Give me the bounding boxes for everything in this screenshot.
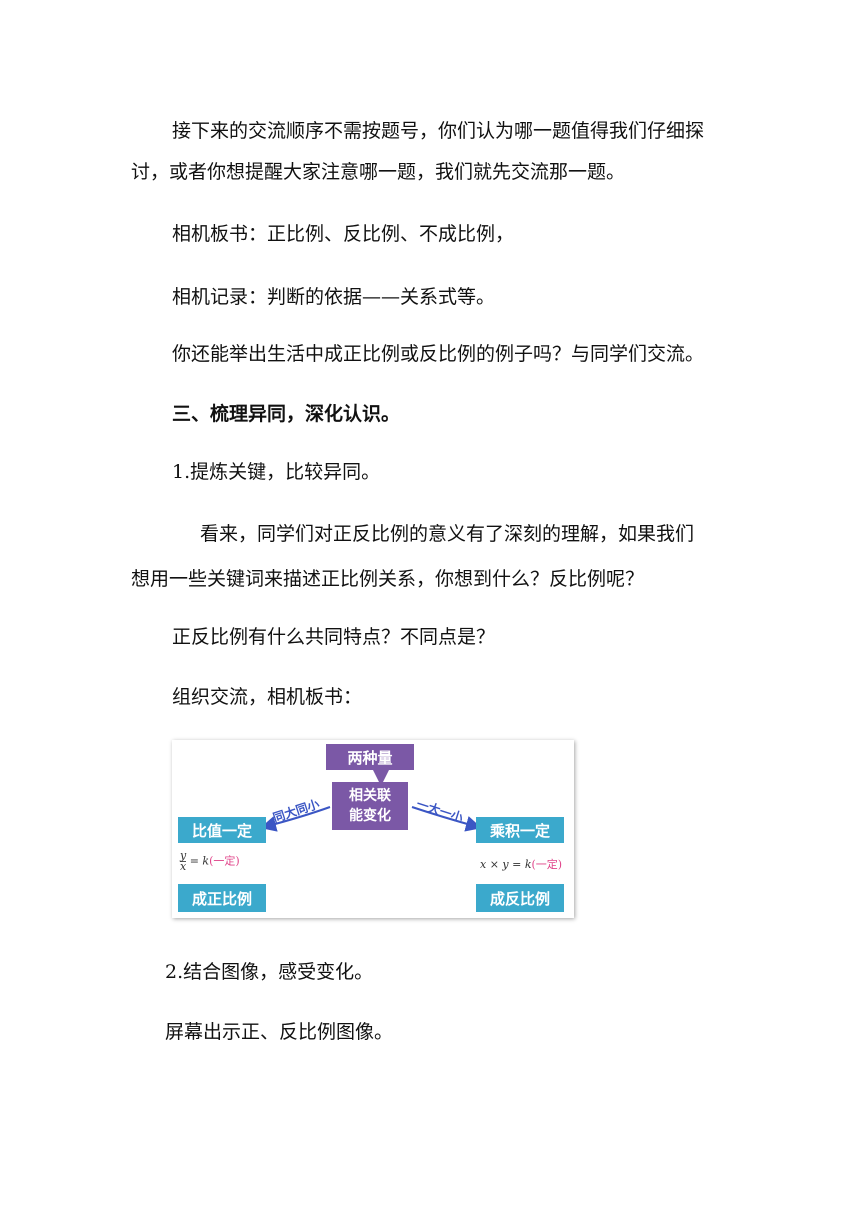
ratio-constant-box: 比值一定: [178, 817, 266, 843]
paragraph-7: 组织交流，相机板书：: [172, 686, 363, 708]
two-quantities-box: 两种量: [326, 744, 414, 770]
product-formula-equals: x × y = k: [480, 858, 532, 871]
paragraph-8: 屏幕出示正、反比例图像。: [165, 1021, 394, 1043]
fraction: y x: [180, 849, 187, 873]
paragraph-1-line-2: 讨，或者你想提醒大家注意哪一题，我们就先交流那一题。: [131, 161, 626, 183]
ratio-formula-note: (一定): [209, 854, 240, 868]
paragraph-5-line-2: 想用一些关键词来描述正比例关系，你想到什么？反比例呢？: [131, 568, 645, 590]
paragraph-4: 你还能举出生活中成正比例或反比例的例子吗？与同学们交流。: [172, 343, 705, 365]
product-constant-box: 乘积一定: [476, 817, 564, 843]
ratio-formula: y x = k(一定): [180, 849, 240, 873]
fraction-numerator: y: [180, 849, 187, 862]
paragraph-3: 相机记录：判断的依据——关系式等。: [172, 286, 496, 308]
paragraph-6: 正反比例有什么共同特点？不同点是？: [172, 626, 496, 648]
product-formula-note: (一定): [531, 858, 563, 871]
diagram-arrows: [260, 762, 482, 832]
product-formula: x × y = k(一定): [480, 856, 562, 872]
paragraph-1-line-1: 接下来的交流顺序不需按题号，你们认为哪一题值得我们仔细探: [172, 120, 705, 142]
subheading-1: 1.提炼关键，比较异同。: [172, 461, 381, 483]
left-arrow: [260, 806, 331, 832]
proportion-diagram: 两种量 相关联 能变化 同大同小 一大一小 比值一定 乘积一定 y x = k(…: [172, 740, 574, 918]
related-changing-box: 相关联 能变化: [332, 782, 408, 830]
paragraph-2: 相机板书：正比例、反比例、不成比例，: [172, 223, 515, 245]
inverse-proportion-box: 成反比例: [476, 884, 564, 912]
center-box-line-2: 能变化: [349, 808, 391, 824]
subheading-2: 2.结合图像，感受变化。: [165, 961, 374, 983]
right-arrow: [411, 806, 482, 832]
paragraph-5-line-1: 看来，同学们对正反比例的意义有了深刻的理解，如果我们: [200, 523, 695, 545]
center-box-line-1: 相关联: [349, 788, 391, 804]
direct-proportion-box: 成正比例: [178, 884, 266, 912]
section-heading-3: 三、梳理异同，深化认识。: [172, 403, 401, 425]
ratio-formula-equals: = k: [186, 854, 210, 868]
fraction-denominator: x: [180, 860, 187, 873]
